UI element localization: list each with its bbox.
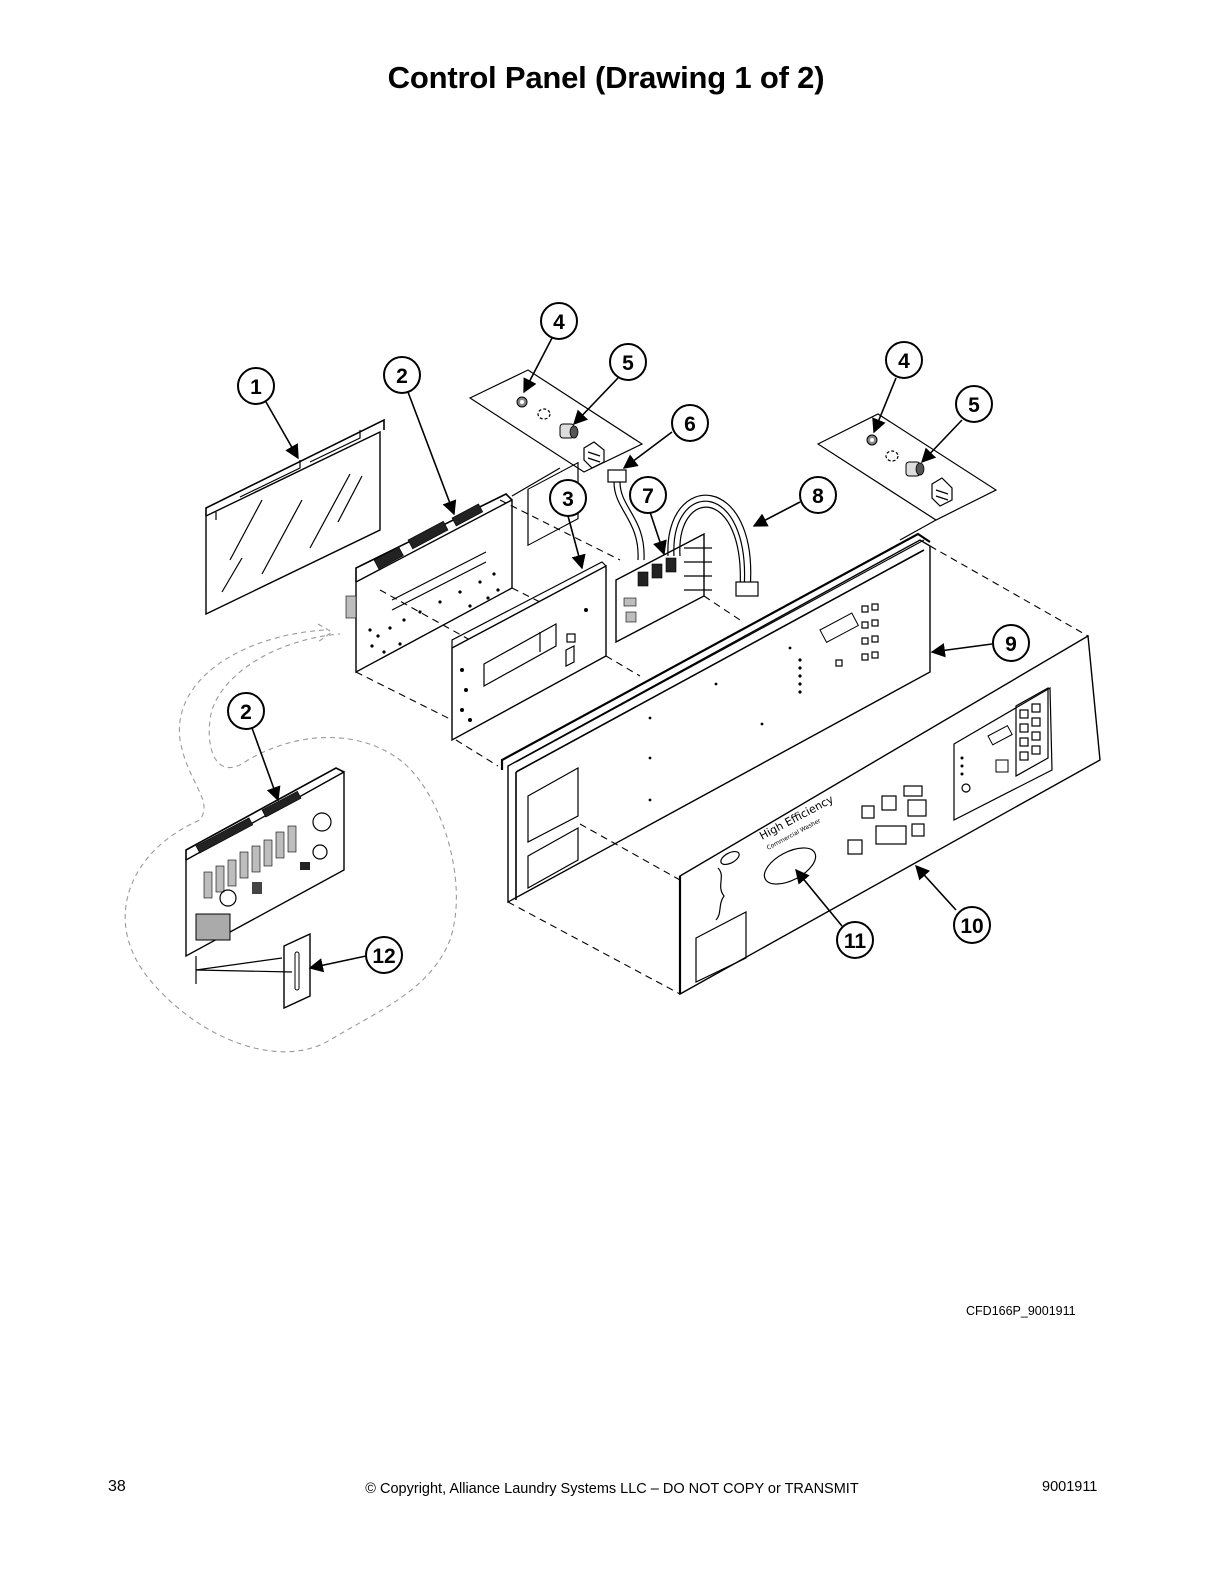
callout-4-right: 4 [885, 341, 923, 379]
callout-10-label: 10 [960, 915, 983, 938]
callout-11-label: 11 [844, 930, 867, 953]
callout-3-label: 3 [562, 488, 574, 511]
part-1-window-panel [205, 418, 385, 616]
callout-5-right-label: 5 [968, 394, 980, 417]
copyright-notice: © Copyright, Alliance Laundry Systems LL… [365, 1481, 859, 1497]
callout-4-left-label: 4 [553, 311, 565, 334]
callout-6-label: 6 [684, 413, 696, 436]
part-2-control-board-upper [345, 493, 513, 674]
callout-8-label: 8 [812, 485, 824, 508]
page-title: Control Panel (Drawing 1 of 2) [387, 60, 825, 95]
callout-8: 8 [799, 476, 837, 514]
parts-4-5-left-group [468, 369, 644, 473]
part-12-insulator [195, 932, 311, 1010]
callout-3: 3 [549, 479, 587, 517]
callout-5-left-label: 5 [622, 352, 634, 375]
callout-5-right: 5 [955, 385, 993, 423]
part-6-connector [607, 469, 645, 561]
callout-7: 7 [629, 476, 667, 514]
callout-12-label: 12 [372, 945, 395, 968]
callout-9-label: 9 [1005, 633, 1017, 656]
part-2-control-board-lower [185, 767, 345, 984]
callout-2-upper-label: 2 [396, 365, 408, 388]
callout-5-left: 5 [609, 343, 647, 381]
callout-7-label: 7 [642, 485, 654, 508]
callout-1: 1 [237, 367, 275, 405]
document-number: 9001911 [1042, 1479, 1098, 1495]
callout-2-upper: 2 [383, 356, 421, 394]
part-8-wire-harness [667, 494, 759, 597]
drawing-id: CFD166P_9001911 [966, 1304, 1076, 1318]
page-number: 38 [108, 1478, 126, 1495]
callout-6: 6 [671, 404, 709, 442]
parts-4-5-right-group [816, 413, 998, 521]
part-9-panel-frame [500, 461, 931, 904]
callout-12: 12 [365, 936, 403, 974]
callout-2-lower-label: 2 [240, 701, 252, 724]
callout-9: 9 [992, 624, 1030, 662]
callout-4-right-label: 4 [898, 350, 910, 373]
part-7-display-board [615, 532, 712, 644]
callout-leader-lines [251, 337, 993, 973]
callout-10: 10 [953, 906, 991, 944]
callout-11: 11 [836, 921, 874, 959]
callout-2-lower: 2 [227, 692, 265, 730]
callout-1-label: 1 [250, 376, 262, 399]
part-10-front-overlay: High Efficiency Commercial Washer [678, 634, 1101, 996]
callout-4-left: 4 [540, 302, 578, 340]
detail-callout-outline [124, 623, 457, 1053]
